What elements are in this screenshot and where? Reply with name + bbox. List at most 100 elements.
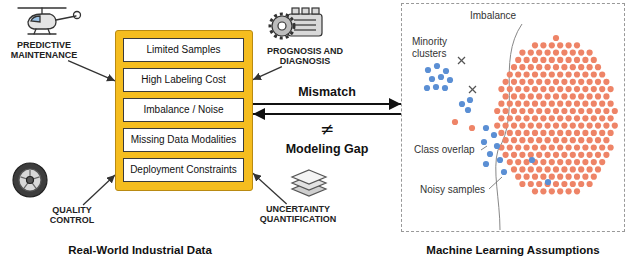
- application-label: PREDICTIVE MAINTENANCE: [2, 40, 86, 61]
- helicopter-icon: [28, 33, 56, 34]
- majority-dot: [608, 101, 614, 107]
- majority-dot: [511, 79, 517, 85]
- majority-dot: [574, 101, 580, 107]
- majority-dot: [553, 79, 559, 85]
- majority-dot: [557, 188, 563, 194]
- majority-dot: [553, 166, 559, 172]
- majority-dot: [557, 130, 563, 136]
- majority-dot: [545, 137, 551, 143]
- minority-dot: [467, 97, 473, 103]
- majority-dot: [507, 144, 513, 150]
- majority-dot: [532, 86, 538, 92]
- application-label: QUALITY CONTROL: [39, 205, 105, 226]
- majority-dot: [511, 64, 517, 70]
- majority-dot: [536, 79, 542, 85]
- majority-dot: [557, 144, 563, 150]
- majority-dot: [561, 123, 567, 129]
- majority-dot: [603, 79, 609, 85]
- majority-dot: [519, 64, 525, 70]
- majority-dot: [528, 123, 534, 129]
- majority-dot: [549, 130, 555, 136]
- majority-dot: [612, 108, 618, 114]
- edge-label: Mismatch: [296, 85, 358, 99]
- majority-dot: [595, 123, 601, 129]
- minority-dot: [438, 74, 444, 80]
- majority-dot: [553, 123, 559, 129]
- application-label: UNCERTAINTY QUANTIFICATION: [249, 204, 347, 225]
- majority-dot: [557, 115, 563, 121]
- majority-dot: [570, 50, 576, 56]
- challenge-box: High Labeling Cost: [123, 68, 244, 92]
- majority-dot: [574, 115, 580, 121]
- majority-dot: [591, 57, 597, 63]
- majority-dot: [566, 174, 572, 180]
- majority-dot: [524, 115, 530, 121]
- majority-dot: [587, 181, 593, 187]
- majority-dot: [582, 115, 588, 121]
- edge-label: Modeling Gap: [284, 142, 371, 156]
- overlap-mark: [469, 86, 476, 93]
- majority-dot: [532, 130, 538, 136]
- majority-dot: [557, 174, 563, 180]
- majority-dot: [587, 64, 593, 70]
- majority-dot: [591, 115, 597, 121]
- minority-dot: [429, 76, 435, 82]
- majority-dot: [570, 181, 576, 187]
- majority-dot: [511, 152, 517, 158]
- challenge-panel: Limited SamplesHigh Labeling CostImbalan…: [115, 30, 253, 191]
- majority-dot: [557, 86, 563, 92]
- majority-dot: [561, 108, 567, 114]
- majority-dot: [532, 174, 538, 180]
- majority-dot: [519, 152, 525, 158]
- challenge-text: Deployment Constraints: [130, 164, 237, 176]
- majority-dot: [599, 144, 605, 150]
- majority-dot: [503, 152, 509, 158]
- wheel-icon: [27, 177, 34, 184]
- majority-dot: [515, 130, 521, 136]
- minority-dot: [443, 68, 449, 74]
- majority-dot: [591, 86, 597, 92]
- majority-dot: [532, 115, 538, 121]
- helicopter-icon: [41, 8, 42, 14]
- majority-dot: [595, 166, 601, 172]
- majority-dot: [566, 130, 572, 136]
- majority-dot: [494, 108, 500, 114]
- majority-dot: [519, 181, 525, 187]
- majority-dot: [540, 42, 546, 48]
- majority-dot: [561, 181, 567, 187]
- majority-dot: [540, 86, 546, 92]
- wheel-icon: [13, 163, 47, 197]
- majority-dot: [591, 174, 597, 180]
- engine-icon: [312, 8, 319, 14]
- minority-dot: [494, 143, 500, 149]
- majority-dot: [595, 79, 601, 85]
- majority-dot: [511, 123, 517, 129]
- majority-dot: [591, 130, 597, 136]
- majority-dot: [587, 93, 593, 99]
- majority-dot: [578, 108, 584, 114]
- flow-arrow: [83, 175, 115, 205]
- wheel-icon: [13, 163, 47, 197]
- majority-dot: [570, 166, 576, 172]
- majority-dot: [599, 101, 605, 107]
- majority-dot: [515, 86, 521, 92]
- challenge-box: Deployment Constraints: [123, 158, 244, 182]
- majority-dot: [540, 159, 546, 165]
- majority-dot: [498, 101, 504, 107]
- majority-dot: [553, 35, 559, 41]
- majority-dot: [578, 93, 584, 99]
- majority-dot: [587, 50, 593, 56]
- majority-dot: [540, 101, 546, 107]
- challenge-box: Limited Samples: [123, 38, 244, 62]
- majority-dot: [591, 71, 597, 77]
- engine-icon: [270, 8, 322, 38]
- majority-dot: [566, 86, 572, 92]
- majority-dot: [524, 144, 530, 150]
- majority-dot: [511, 93, 517, 99]
- majority-dot: [469, 125, 475, 131]
- majority-dot: [566, 144, 572, 150]
- majority-dot: [540, 144, 546, 150]
- majority-dot: [574, 71, 580, 77]
- majority-dot: [570, 152, 576, 158]
